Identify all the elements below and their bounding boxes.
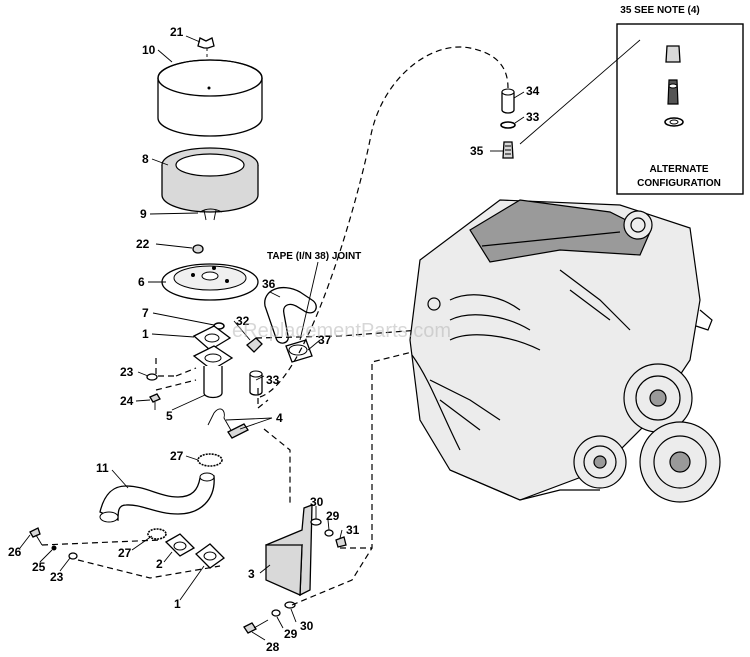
engine-illustration [409, 199, 721, 503]
mounting-bracket-part-3 [265, 504, 313, 597]
callout-27-lower: 27 [118, 546, 132, 560]
callout-30-lower: 30 [300, 619, 314, 633]
intake-hose-part-11 [99, 472, 215, 523]
nut-part-22 [192, 244, 204, 254]
callout-21: 21 [170, 25, 184, 39]
callout-5: 5 [166, 409, 173, 423]
fitting-part-35 [502, 141, 514, 159]
gasket-part-1-upper [192, 325, 232, 351]
callout-33-middle: 33 [266, 373, 280, 387]
callout-10: 10 [142, 43, 156, 57]
callout-34: 34 [526, 84, 540, 98]
inset-title: 35 SEE NOTE (4) [620, 5, 699, 16]
callout-29-lower: 29 [284, 627, 298, 641]
cap-part-34 [501, 88, 515, 114]
callout-23-upper: 23 [120, 365, 134, 379]
callout-31: 31 [346, 523, 360, 537]
alternate-configuration-inset [519, 23, 744, 195]
hardware-part-28-29-30 [243, 601, 296, 634]
flange-adapter-part-2 [164, 533, 196, 557]
callout-8: 8 [142, 152, 149, 166]
hose-clamp-part-27-upper [197, 453, 223, 467]
air-filter-element-part-8 [161, 147, 259, 213]
callout-1-lower: 1 [174, 597, 181, 611]
callout-9: 9 [140, 207, 147, 221]
callout-36: 36 [262, 277, 276, 291]
inset-caption-line1: ALTERNATE [649, 164, 708, 175]
washer-part-23-lower [68, 552, 78, 560]
callout-37: 37 [318, 333, 332, 347]
callout-32: 32 [236, 314, 250, 328]
breather-hose-part-36 [264, 287, 317, 344]
callout-29-upper: 29 [326, 509, 340, 523]
hose-clamp-part-27-lower [147, 528, 167, 540]
fitting-part-32 [246, 337, 263, 353]
gasket-part-1-lower [194, 543, 226, 569]
callout-3: 3 [248, 567, 255, 581]
washer-part-23-upper [146, 373, 158, 381]
callout-26: 26 [8, 545, 22, 559]
callout-28: 28 [266, 640, 280, 654]
callout-30-upper: 30 [310, 495, 324, 509]
mounting-clamp-part-4 [207, 408, 249, 439]
callout-22: 22 [136, 237, 150, 251]
callout-1-upper: 1 [142, 327, 149, 341]
callout-labels: 21 10 8 9 22 6 7 32 1 23 24 5 4 27 11 36… [8, 25, 540, 654]
tape-joint-note: TAPE (I/N 38) JOINT [267, 251, 361, 262]
callout-33-upper: 33 [526, 110, 540, 124]
air-cleaner-base-part-6 [161, 263, 259, 301]
callout-35: 35 [470, 144, 484, 158]
lock-washer-part-25 [51, 545, 57, 551]
inset-caption-line2: CONFIGURATION [637, 178, 721, 189]
hose-part-33 [249, 370, 263, 396]
callout-24: 24 [120, 394, 134, 408]
leader-lines [19, 35, 525, 641]
coupler-part-37 [285, 339, 313, 363]
callout-27-upper: 27 [170, 449, 184, 463]
clip-part-9 [199, 208, 223, 221]
callout-7: 7 [142, 306, 149, 320]
air-cleaner-cover-part-10 [157, 59, 263, 137]
callout-6: 6 [138, 275, 145, 289]
bolt-part-26 [29, 527, 43, 546]
dashed-center-lines [41, 46, 509, 606]
callout-11: 11 [96, 461, 109, 475]
clamp-part-33-upper [500, 121, 516, 129]
callout-23-lower: 23 [50, 570, 64, 584]
bolt-part-24 [149, 393, 161, 410]
watermark: eReplacementParts.com [232, 320, 451, 342]
callout-2: 2 [156, 557, 163, 571]
adapter-tube-part-5 [192, 345, 234, 399]
callout-25: 25 [32, 560, 46, 574]
callout-4: 4 [276, 411, 283, 425]
